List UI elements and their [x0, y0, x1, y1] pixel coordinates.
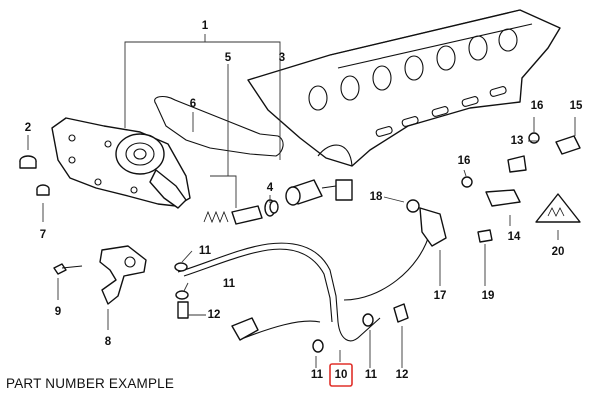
vanos-housing [51, 117, 191, 209]
diagram-caption: PART NUMBER EXAMPLE [6, 376, 175, 391]
bracket [99, 245, 147, 305]
callout-19: 19 [482, 290, 495, 302]
temperature-sender [461, 132, 581, 243]
gasket [154, 95, 284, 157]
solenoid-valve [285, 179, 353, 206]
callout-12-right: 12 [396, 369, 409, 381]
callout-8: 8 [105, 336, 112, 348]
callout-16-middle: 16 [458, 155, 471, 167]
sensor [343, 199, 447, 301]
bolt [53, 263, 83, 275]
callout-labels: 1 2 3 4 5 6 7 8 9 10 11 11 11 11 12 12 1… [25, 20, 583, 387]
callout-9: 9 [55, 306, 61, 318]
plug-small [36, 184, 50, 196]
callout-11-lower-left: 11 [311, 369, 324, 381]
callout-2: 2 [25, 122, 31, 134]
callout-10-highlight [329, 363, 353, 387]
callout-12-left: 12 [208, 309, 221, 321]
callout-1: 1 [202, 20, 209, 32]
callout-5: 5 [225, 52, 232, 64]
leader-lines [27, 34, 576, 368]
piston [231, 199, 276, 225]
callout-20: 20 [552, 246, 565, 258]
plug [19, 155, 37, 169]
callout-15: 15 [570, 100, 583, 112]
callout-6: 6 [190, 98, 196, 110]
cylinder-head [247, 9, 561, 167]
callout-11-upper: 11 [199, 245, 212, 257]
spring [203, 210, 229, 224]
callout-17: 17 [434, 290, 447, 302]
callout-13: 13 [511, 135, 524, 147]
callout-10: 10 [335, 369, 348, 381]
callout-4: 4 [267, 182, 274, 194]
washer-set [174, 200, 409, 353]
callout-16-right: 16 [531, 100, 544, 112]
callout-3: 3 [279, 52, 285, 64]
warning-label [535, 193, 581, 223]
callout-18: 18 [370, 191, 383, 203]
callout-11-middle: 11 [223, 278, 236, 290]
callout-14: 14 [508, 231, 521, 243]
callout-11-lower-right: 11 [365, 369, 378, 381]
callout-7: 7 [40, 229, 46, 241]
oil-line [177, 242, 381, 342]
